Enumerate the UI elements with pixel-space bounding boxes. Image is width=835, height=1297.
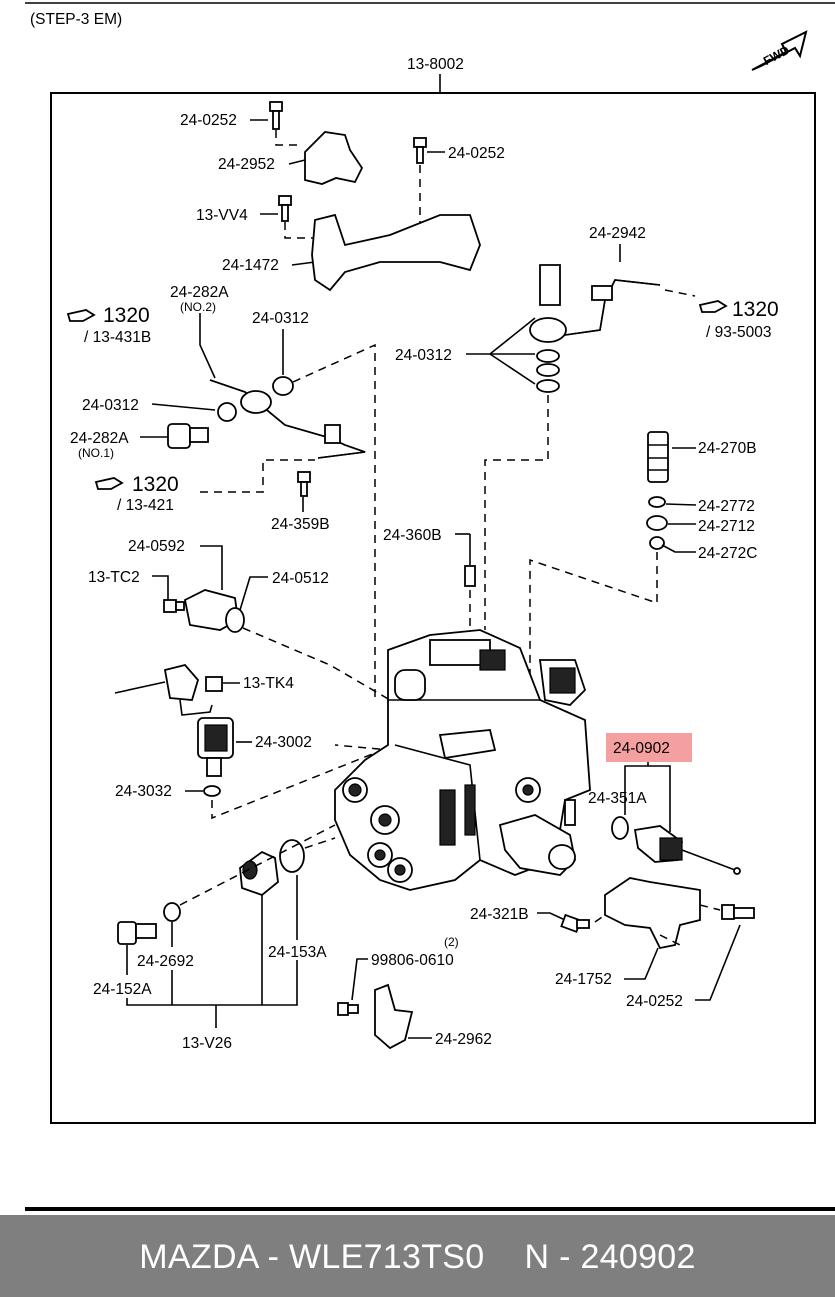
part-label-24-282A-no1-sub: (NO.1) (78, 446, 114, 460)
washer-icon (536, 349, 560, 393)
part-label-24-153A: 24-153A (268, 944, 327, 961)
part-label-24-1752: 24-1752 (555, 971, 612, 988)
bolt-icon (278, 195, 292, 222)
part-label-24-272C: 24-272C (698, 545, 757, 562)
o-ring-icon (225, 607, 245, 633)
o-ring-icon (279, 839, 305, 873)
solenoid-wire (114, 663, 213, 716)
footer-make: MAZDA - WLE713TS0 (139, 1238, 485, 1276)
footer-divider (25, 1207, 835, 1211)
part-label-24-2692: 24-2692 (137, 953, 194, 970)
part-label-24-1472: 24-1472 (222, 257, 279, 274)
ref-sub-2: / 93-5003 (706, 324, 772, 341)
solenoid-valve (197, 717, 234, 777)
bolt-icon (269, 101, 283, 130)
ref-sub-1: / 13-431B (84, 329, 151, 346)
highlight-box (606, 733, 692, 762)
part-label-24-282A-no2-sub: (NO.2) (180, 300, 216, 314)
footer-caption: MAZDA - WLE713TS0 N - 240902 (0, 1238, 835, 1277)
reference-hand-icon (698, 300, 728, 313)
ref-number-1: 1320 (103, 304, 150, 327)
part-label-24-3002: 24-3002 (255, 734, 312, 751)
part-label-24-0902: 24-0902 (613, 740, 670, 757)
bolt-icon (337, 1002, 359, 1016)
part-label-24-0312-b: 24-0312 (82, 397, 139, 414)
fuel-pipe-left (209, 379, 366, 459)
washer-icon (272, 376, 294, 396)
footer-bar (0, 1215, 835, 1297)
bracket-upper (304, 131, 364, 185)
part-label-24-0512: 24-0512 (272, 570, 329, 587)
part-label-24-0252-a: 24-0252 (180, 112, 237, 129)
fwd-arrow-icon: FWD (751, 30, 808, 71)
part-label-24-3032: 24-3032 (115, 783, 172, 800)
o-ring-icon (203, 785, 221, 797)
banjo-bolt-icon (167, 423, 209, 449)
part-label-24-270B: 24-270B (698, 440, 757, 457)
part-label-24-282A-no2: 24-282A (170, 284, 229, 301)
group-label: 13-8002 (407, 56, 464, 73)
part-label-13-TK4: 13-TK4 (243, 675, 294, 692)
screw-icon (464, 565, 476, 587)
reference-hand-icon (94, 477, 124, 490)
part-label-24-2772: 24-2772 (698, 498, 755, 515)
part-label-13-TC2: 13-TC2 (88, 569, 140, 586)
part-label-24-0252-c: 24-0252 (626, 993, 683, 1010)
o-ring-icon (611, 816, 629, 840)
bolt-icon (297, 471, 311, 497)
part-label-24-2952: 24-2952 (218, 156, 275, 173)
bolt-icon (560, 913, 590, 933)
part-label-24-359B: 24-359B (271, 516, 330, 533)
bracket-lower (311, 213, 481, 292)
part-label-13-VV4: 13-VV4 (196, 207, 248, 224)
part-label-24-282A-no1: 24-282A (70, 430, 129, 447)
part-label-qty: (2) (444, 935, 459, 949)
ref-number-3: 1320 (132, 473, 179, 496)
part-label-13-V26: 13-V26 (182, 1035, 232, 1052)
sensor-icon (647, 431, 669, 483)
part-label-24-0252-b: 24-0252 (448, 145, 505, 162)
washer-icon (217, 402, 237, 422)
ref-sub-3: / 13-421 (117, 497, 174, 514)
group-frame (50, 92, 816, 1124)
nut-icon (205, 676, 223, 692)
part-label-99806-0610: 99806-0610 (371, 952, 454, 969)
part-label-24-152A: 24-152A (93, 981, 152, 998)
parts-diagram: (STEP-3 EM) FWD 13-8002 24-0252 24-2952 … (25, 2, 835, 1124)
bolt-icon (117, 921, 157, 945)
part-label-24-360B: 24-360B (383, 527, 442, 544)
bolt-icon (413, 137, 427, 164)
part-label-24-2942: 24-2942 (589, 225, 646, 242)
fuel-pipe (529, 264, 661, 343)
part-label-24-0592: 24-0592 (128, 538, 185, 555)
injection-pump-body (334, 629, 591, 891)
washer-icon (163, 902, 181, 922)
part-label-24-0312-c: 24-0312 (395, 347, 452, 364)
reference-hand-icon (66, 309, 96, 322)
part-label-24-0312-a: 24-0312 (252, 310, 309, 327)
step-label: (STEP-3 EM) (30, 11, 122, 28)
timing-sensor (633, 825, 741, 875)
bolt-icon (163, 599, 185, 613)
ref-number-2: 1320 (732, 298, 779, 321)
fitting-icon (239, 850, 279, 897)
part-label-24-351A: 24-351A (588, 790, 647, 807)
bolt-icon (721, 904, 755, 920)
part-label-24-321B: 24-321B (470, 906, 529, 923)
bracket-small (374, 983, 414, 1050)
bracket-right (604, 877, 701, 950)
part-label-24-2712: 24-2712 (698, 518, 755, 535)
part-label-24-2962: 24-2962 (435, 1031, 492, 1048)
footer-part-number: N - 240902 (524, 1238, 696, 1276)
